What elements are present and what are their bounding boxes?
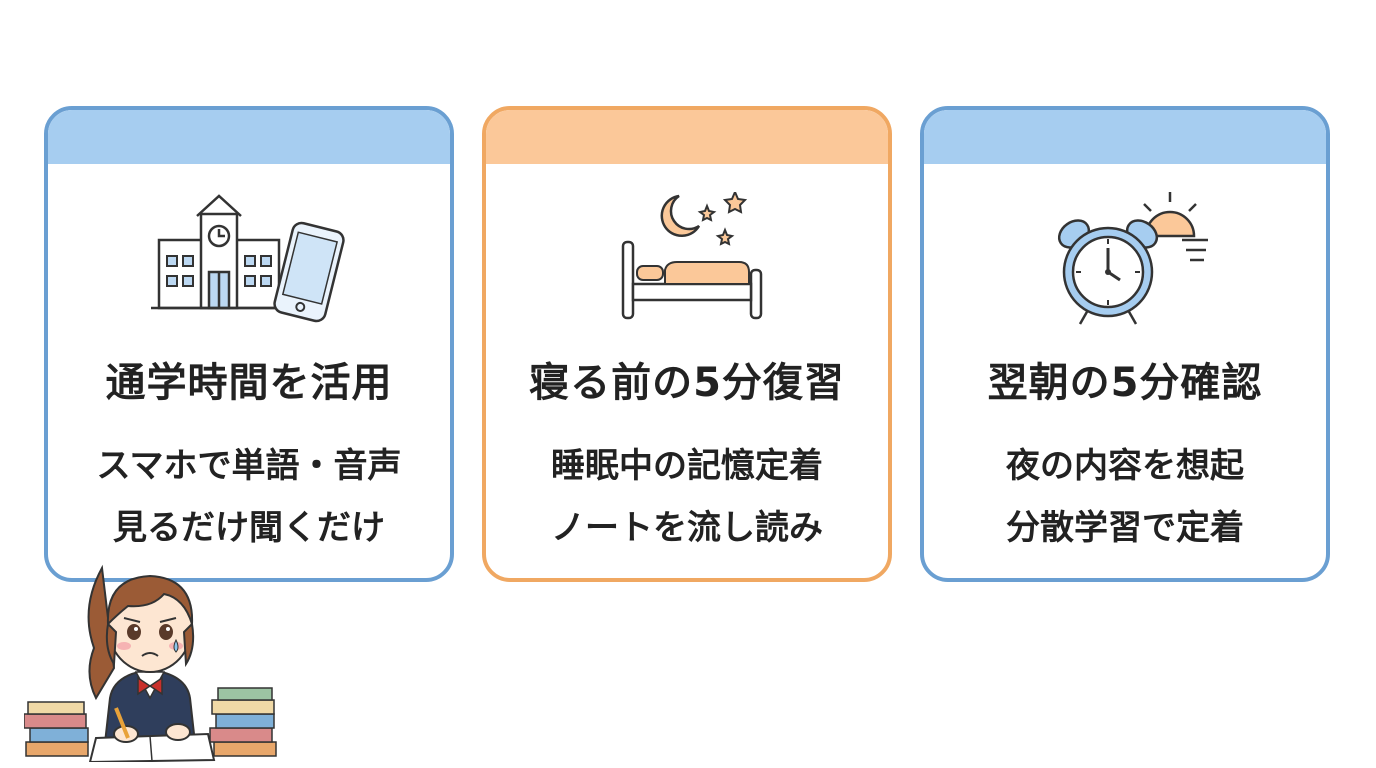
card-header-band [486, 110, 888, 164]
tip-card-next-morning: 翌朝の5分確認 夜の内容を想起 分散学習で定着 [920, 106, 1330, 582]
card-title: 翌朝の5分確認 [987, 360, 1263, 406]
bed-moon-stars-icon [621, 192, 763, 320]
card-line-1: 夜の内容を想起 [1006, 446, 1244, 486]
card-line-2: 分散学習で定着 [1006, 508, 1244, 548]
card-line-1: スマホで単語・音声 [96, 446, 402, 486]
card-line-2: 見るだけ聞くだけ [113, 508, 385, 548]
card-header-band [48, 110, 450, 164]
tip-card-commute: 通学時間を活用 スマホで単語・音声 見るだけ聞くだけ [44, 106, 454, 582]
school-smartphone-icon [151, 194, 345, 323]
worried-student-studying-icon [24, 564, 277, 762]
card-title: 通学時間を活用 [105, 360, 393, 406]
card-line-2: ノートを流し読み [551, 508, 823, 548]
card-header-band [924, 110, 1326, 164]
card-line-1: 睡眠中の記憶定着 [551, 446, 823, 486]
tip-card-before-sleep: 寝る前の5分復習 睡眠中の記憶定着 ノートを流し読み [482, 106, 892, 582]
alarm-clock-sunrise-icon [1057, 192, 1208, 325]
card-title: 寝る前の5分復習 [529, 360, 845, 406]
